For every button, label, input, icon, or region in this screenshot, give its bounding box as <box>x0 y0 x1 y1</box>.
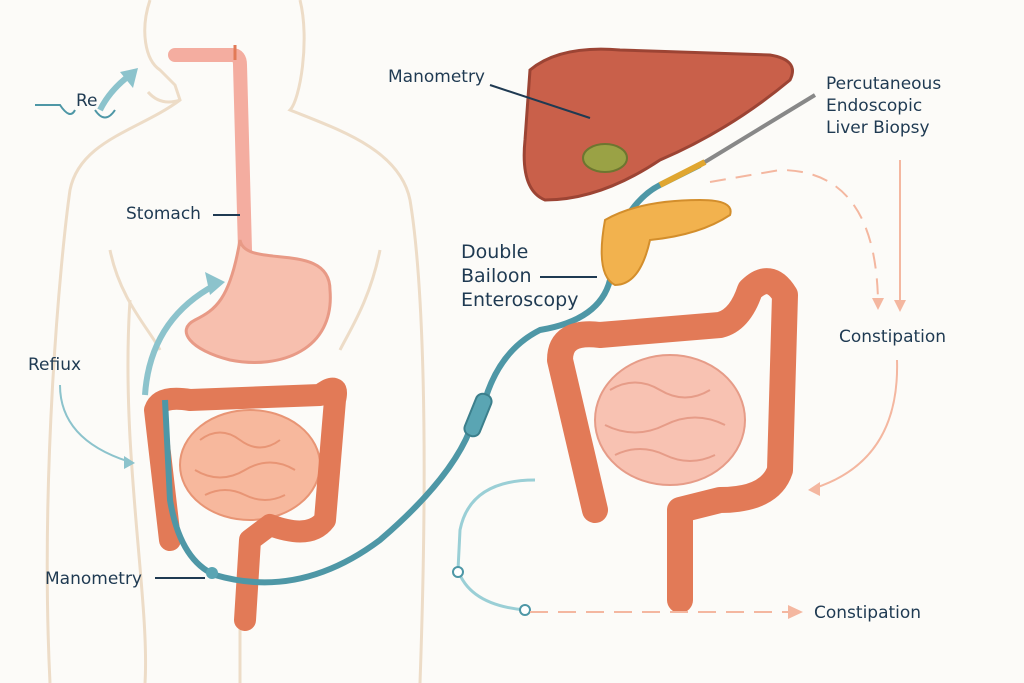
label-stomach: Stomach <box>126 204 201 224</box>
stomach <box>184 239 332 364</box>
label-line: Liver Biopsy <box>826 118 930 138</box>
label-percutaneous-liver-biopsy: Percutaneous Endoscopic Liver Biopsy <box>826 73 941 139</box>
label-constipation-bottom: Constipation <box>814 603 922 623</box>
small-intestine-left <box>179 409 321 521</box>
label-reflux: Refiux <box>28 355 82 375</box>
peach-arrows <box>530 160 901 613</box>
balloon <box>463 392 493 438</box>
label-line: Enteroscopy <box>461 289 579 311</box>
label-double-balloon-enteroscopy: Double Bailoon Enteroscopy <box>461 240 578 312</box>
gallbladder <box>582 143 628 173</box>
label-manometry-top: Manometry <box>388 67 485 87</box>
label-manometry-left: Manometry <box>45 569 142 589</box>
small-intestine-right <box>594 354 746 486</box>
colon-right <box>547 268 798 613</box>
label-line: Endoscopic <box>826 96 923 116</box>
reflux-arrow <box>59 384 131 463</box>
label-constipation-right: Constipation <box>839 327 947 347</box>
esophagus <box>168 48 252 257</box>
label-line: Double <box>461 241 529 263</box>
label-line: Bailoon <box>461 265 532 287</box>
label-line: Percutaneous <box>826 74 942 94</box>
pancreas <box>600 198 732 287</box>
liver <box>522 47 794 202</box>
label-re: Re <box>76 91 98 111</box>
